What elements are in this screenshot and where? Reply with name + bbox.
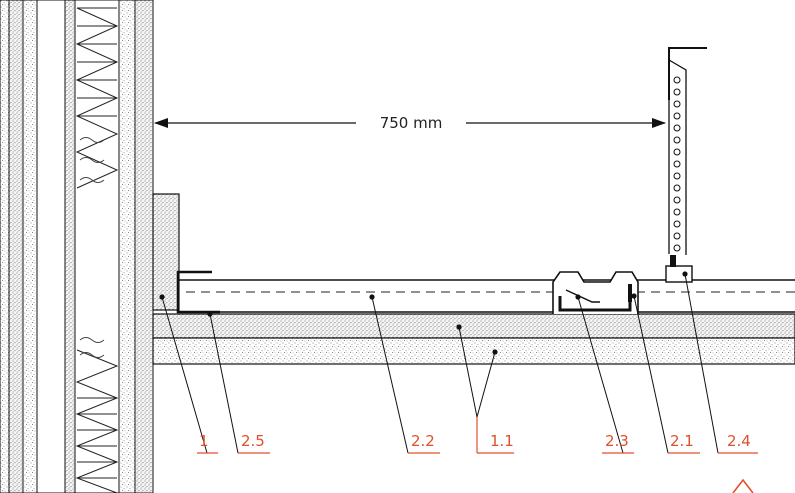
dimension-label: 750 mm: [380, 114, 443, 132]
wall-board-outer: [0, 0, 10, 493]
hanger-top-hook: [668, 47, 707, 100]
leader-1-1b: [476, 351, 496, 418]
suspension-hanger: [665, 47, 707, 283]
leader-1-1a: [458, 326, 478, 418]
ceiling-board-upper: [152, 313, 795, 339]
wall-insulation-cavity: [74, 0, 120, 493]
wall-board-outer-2: [8, 0, 24, 493]
leader-2-2: [371, 296, 409, 454]
cross-connector-inner: [565, 289, 600, 303]
leader-2-3: [577, 296, 624, 454]
ceiling-board-lower: [152, 337, 795, 365]
svg-text:2.3: 2.3: [605, 432, 629, 450]
callout-2-4: 2.4: [718, 432, 758, 454]
svg-text:1: 1: [199, 432, 209, 450]
svg-text:2.1: 2.1: [670, 432, 694, 450]
wall-board-inner-1: [64, 0, 76, 493]
edge-block: [152, 193, 180, 311]
leader-dots: [159, 271, 688, 355]
leader-2-5: [209, 313, 239, 454]
callout-2-5: 2.5: [238, 432, 270, 454]
cross-connector-tab: [628, 284, 632, 302]
hanger-clip: [665, 265, 693, 283]
insulation-gap-marks: [79, 137, 105, 358]
dimension-line: 750 mm: [154, 114, 666, 132]
leader-2-1: [633, 295, 669, 454]
cross-connector-clip: [558, 296, 632, 312]
svg-text:1.1: 1.1: [490, 432, 514, 450]
callouts: 1 2.5 2.2 1.1 2.3 2.1 2.4: [197, 417, 758, 454]
perimeter-channel: [176, 270, 220, 314]
svg-text:2.4: 2.4: [727, 432, 751, 450]
svg-text:2.2: 2.2: [411, 432, 435, 450]
callout-2-1: 2.1: [668, 432, 700, 454]
callout-2-3: 2.3: [602, 432, 634, 454]
cross-connector: [552, 271, 639, 314]
leader-lines: [161, 273, 719, 454]
insulation-lower: [75, 349, 119, 493]
carrying-profile: [179, 279, 795, 313]
callout-1-1: 1.1: [476, 417, 514, 454]
callout-2-2: 2.2: [408, 432, 440, 454]
wall-section: [0, 0, 154, 493]
leader-2-4: [684, 273, 719, 454]
insulation-upper: [75, 7, 119, 189]
callout-1: 1: [197, 432, 218, 454]
wall-board-inner-3: [134, 0, 154, 493]
logo-mark: [732, 478, 754, 493]
leader-1: [161, 296, 208, 454]
svg-text:2.5: 2.5: [241, 432, 265, 450]
wall-stud-cavity: [36, 0, 66, 493]
wall-board-outer-3: [22, 0, 38, 493]
wall-board-inner-2: [118, 0, 136, 493]
hanger-holes: [673, 76, 681, 252]
